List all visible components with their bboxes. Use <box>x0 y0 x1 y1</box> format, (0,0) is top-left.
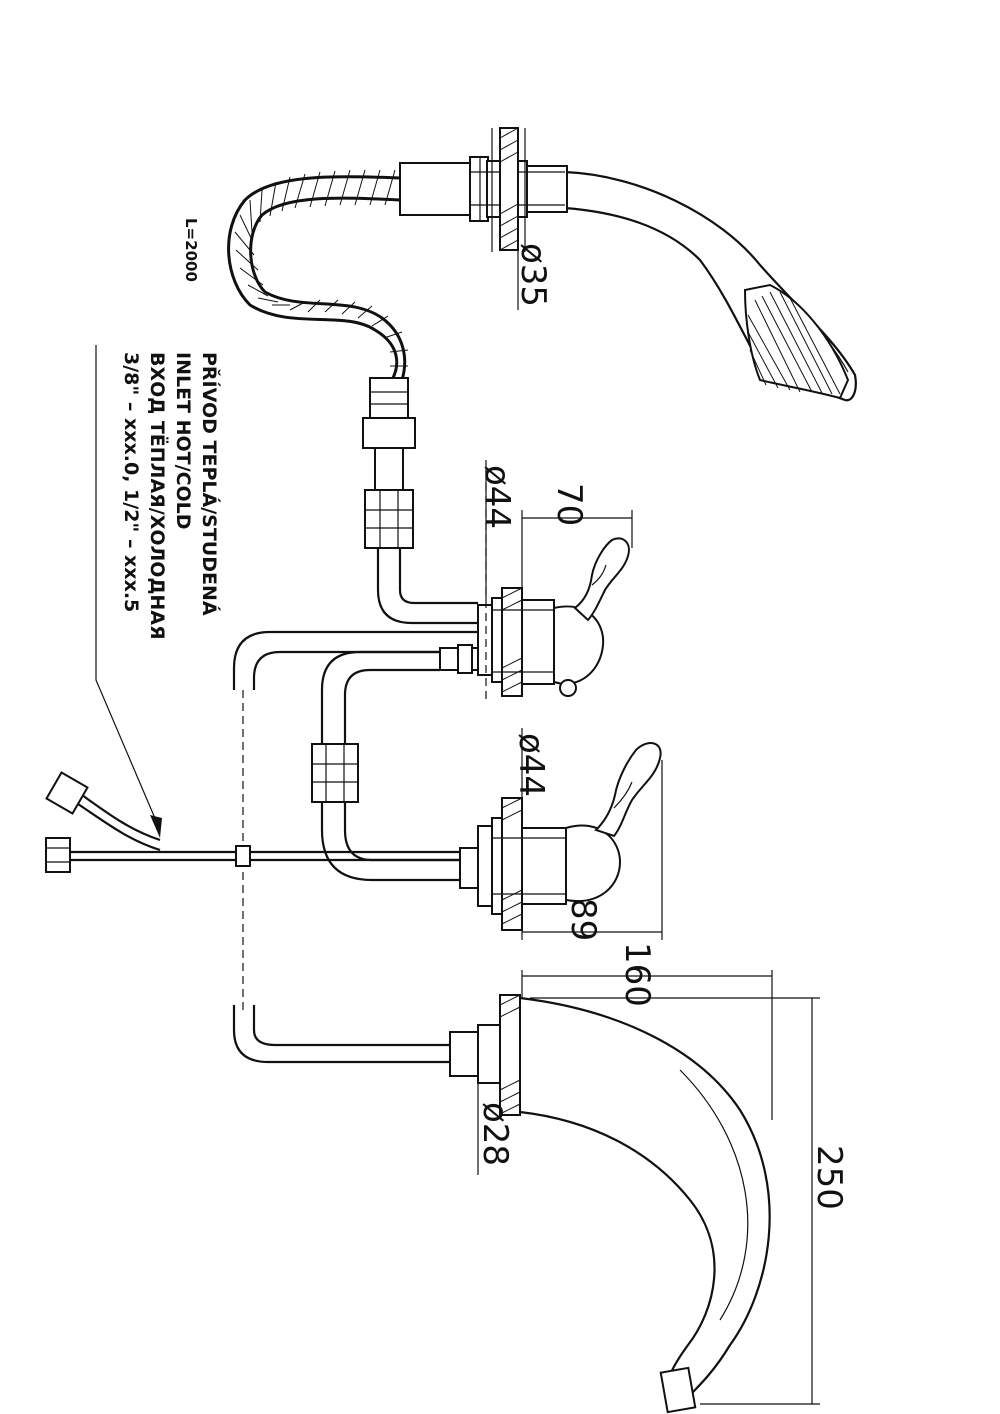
dimension-lines <box>95 248 820 1405</box>
hose-length-label: L=2000 <box>182 218 200 282</box>
dim-160: 160 <box>617 942 657 1007</box>
inlet-note: PŘÍVOD TEPLÁ/STUDENÁ INLET HOT/COLD ВХОД… <box>120 352 221 640</box>
shower-head-grille <box>747 291 841 395</box>
inlet-note-line1: PŘÍVOD TEPLÁ/STUDENÁ <box>198 352 221 616</box>
hand-shower <box>399 127 857 402</box>
mixer-valve-top <box>376 470 630 700</box>
dim-dia-28: ø28 <box>475 1102 515 1166</box>
flexible-hose <box>227 169 416 549</box>
dim-250: 250 <box>809 1145 849 1210</box>
inlet-note-line3: ВХОД ТЁПЛАЯ/ХОЛОДНАЯ <box>146 352 170 640</box>
dim-dia-44-top: ø44 <box>477 465 517 529</box>
dim-dia-44-bottom: ø44 <box>511 733 551 797</box>
mixer-valve-bottom <box>459 742 662 931</box>
dim-dia-35: ø35 <box>513 243 553 307</box>
spout <box>232 994 771 1414</box>
dim-70: 70 <box>549 483 589 526</box>
dim-89: 89 <box>563 898 603 941</box>
inlet-pipe-top <box>232 630 479 690</box>
inlet-hoses <box>45 690 460 1010</box>
inlet-note-line2: INLET HOT/COLD <box>172 352 194 530</box>
inlet-note-line4: 3/8" – xxx.0, 1/2" – xxx.5 <box>120 352 142 612</box>
connecting-pipe <box>311 650 478 882</box>
